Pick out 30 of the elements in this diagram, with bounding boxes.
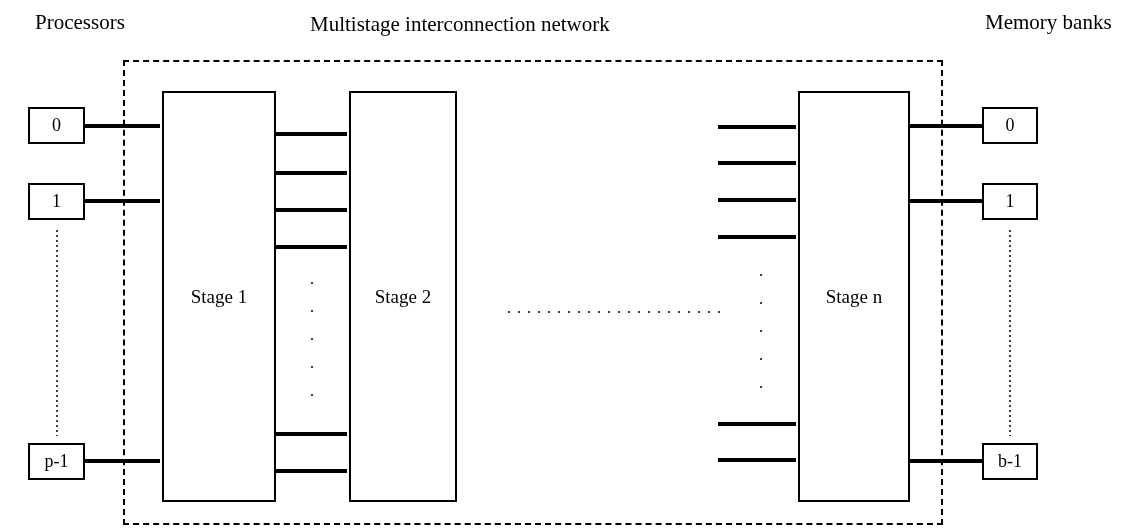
stage-label: Stage 1 (190, 285, 248, 308)
column-heading: Memory banks (985, 10, 1112, 35)
connection-line (718, 198, 796, 202)
connection-line (718, 458, 796, 462)
stage-box (798, 91, 910, 502)
connection-line (85, 199, 160, 203)
port-box (982, 107, 1038, 144)
port-label: 1 (52, 191, 61, 212)
port-box (982, 443, 1038, 480)
port-box (28, 107, 85, 144)
port-box (982, 183, 1038, 220)
port-label: 0 (1005, 115, 1015, 136)
connection-line (85, 124, 160, 128)
stage-box (349, 91, 457, 502)
connection-line (718, 235, 796, 239)
port-box (28, 443, 85, 480)
connection-line (85, 459, 160, 463)
connection-line (718, 422, 796, 426)
stage-label: Stage 2 (374, 285, 432, 308)
network-heading: Multistage interconnection network (310, 12, 610, 37)
port-box (28, 183, 85, 220)
port-label: 1 (1005, 191, 1015, 212)
port-label: b-1 (998, 451, 1022, 472)
connection-line (718, 125, 796, 129)
stage-box (162, 91, 276, 502)
column-heading: Processors (35, 10, 125, 35)
stage-label: Stage n (825, 285, 883, 308)
port-label: 0 (52, 115, 61, 136)
port-label: p-1 (44, 451, 69, 472)
connection-line (718, 161, 796, 165)
